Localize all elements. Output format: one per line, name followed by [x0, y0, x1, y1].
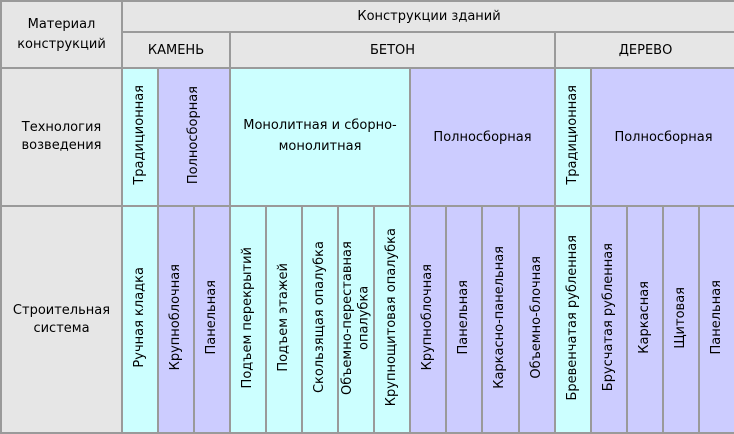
system-label: Подъем этажей: [275, 263, 291, 372]
system-cell: Брусчатая рубленная: [590, 205, 628, 434]
system-label-line1: Строительная: [12, 302, 111, 318]
stone-traditional-label: Традиционная: [131, 85, 147, 185]
system-cell: Панельная: [445, 205, 483, 434]
system-row-label: Строительная система: [0, 205, 123, 434]
system-label: Щитовая: [672, 286, 688, 349]
material-concrete-header: БЕТОН: [229, 31, 556, 69]
concrete-prefab-cell: Полносборная: [409, 67, 556, 207]
material-label-line2: конструкций: [17, 36, 106, 52]
concrete-monolithic-line2: монолитная: [278, 139, 362, 154]
system-label: Каркасная: [636, 281, 652, 354]
system-label: Панельная: [203, 280, 219, 355]
system-cell: Скользящая опалубка: [301, 205, 339, 434]
system-cell: Крупноблочная: [157, 205, 195, 434]
system-cell: Каркасно-панельная: [481, 205, 520, 434]
stone-prefab-cell: Полносборная: [157, 67, 231, 207]
material-header-cell: Материал конструкций: [0, 0, 123, 69]
stone-traditional-cell: Традиционная: [121, 67, 159, 207]
system-cell: Каркасная: [626, 205, 664, 434]
concrete-monolithic-cell: Монолитная и сборно- монолитная: [229, 67, 411, 207]
system-cell: Бревенчатая рубленная: [554, 205, 592, 434]
material-stone-header: КАМЕНЬ: [121, 31, 231, 69]
technology-label-line2: возведения: [21, 138, 102, 153]
system-cell: Щитовая: [662, 205, 700, 434]
system-label: Брусчатая рубленная: [600, 243, 616, 392]
system-cell: Крупноблочная: [409, 205, 447, 434]
system-label: Ручная кладка: [131, 267, 147, 368]
system-label: Каркасно-панельная: [492, 246, 508, 389]
concrete-monolithic-line1: Монолитная и сборно-: [243, 118, 397, 134]
table-title: Конструкции зданий: [120, 0, 734, 33]
system-label: Панельная: [709, 280, 725, 355]
material-wood-header: ДЕРЕВО: [553, 31, 734, 69]
system-cell: Объемно-переставная опалубка: [337, 205, 375, 434]
system-label: Подъем перекрытий: [239, 246, 255, 389]
system-label: Панельная: [455, 280, 471, 355]
technology-label-line1: Технология: [21, 120, 102, 136]
system-cell: Подъем этажей: [265, 205, 303, 434]
wood-traditional-label: Традиционная: [564, 85, 580, 185]
material-label-line1: Материал: [27, 17, 96, 32]
stone-prefab-label: Полносборная: [185, 85, 201, 185]
system-label: Крупнощитовая опалубка: [383, 228, 399, 407]
system-cell: Панельная: [697, 205, 734, 434]
system-cell: Панельная: [193, 205, 231, 434]
system-label: Объемно-блочная: [528, 256, 544, 379]
system-cell: Объемно-блочная: [518, 205, 556, 434]
technology-row-label: Технология возведения: [0, 67, 123, 207]
system-label: Скользящая опалубка: [311, 241, 327, 394]
system-cell: Крупнощитовая опалубка: [373, 205, 411, 434]
system-label: Крупноблочная: [419, 264, 435, 371]
system-cell: Подъем перекрытий: [229, 205, 267, 434]
system-cell: Ручная кладка: [121, 205, 159, 434]
wood-traditional-cell: Традиционная: [554, 67, 592, 207]
system-label: Бревенчатая рубленная: [564, 234, 580, 401]
system-label: Крупноблочная: [167, 264, 183, 371]
system-label-line2: система: [33, 320, 90, 336]
system-label: Объемно-переставная опалубка: [339, 240, 371, 395]
wood-prefab-cell: Полносборная: [589, 67, 734, 207]
